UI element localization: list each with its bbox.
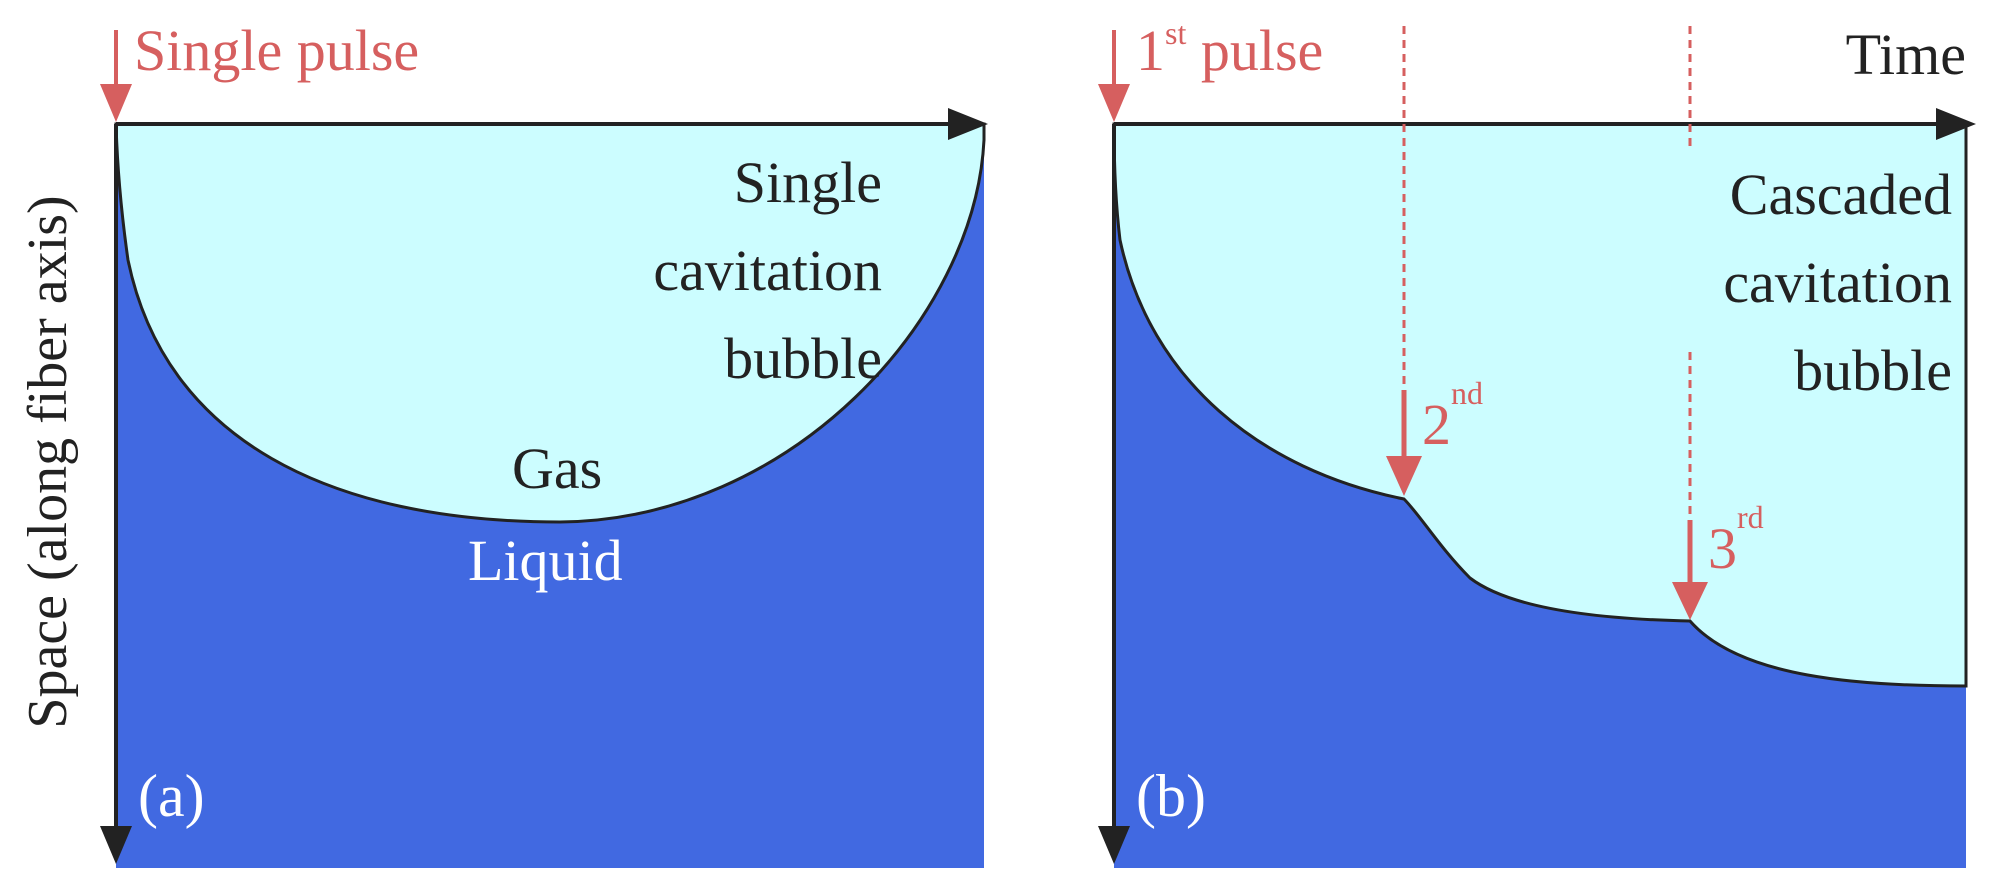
panel-a-bubble-label-line2: cavitation (653, 238, 882, 303)
panel-b-pulse3-num: 3 (1708, 516, 1737, 581)
panel-b-pulse2-num: 2 (1422, 392, 1451, 457)
panel-a-time-arrowhead (948, 108, 988, 140)
panel-a-gas-bubble (114, 122, 986, 524)
panel-b: 1st pulse 2nd 3rd Time Cascaded cavitati… (1098, 15, 1976, 868)
panel-b-time-label: Time (1846, 22, 1966, 87)
panel-a: Single pulse Single cavitation bubble Ga… (100, 18, 988, 868)
y-axis-label: Space (along fiber axis) (17, 195, 79, 728)
panel-a-bubble-label-line1: Single (734, 150, 882, 215)
panel-a-tag: (a) (138, 763, 205, 829)
panel-b-pulse3-label: 3rd (1708, 499, 1764, 581)
panel-b-pulse3-arrowhead (1672, 582, 1708, 620)
panel-b-pulse1-arrowhead (1098, 84, 1130, 122)
panel-a-bubble-label-line3: bubble (724, 326, 882, 391)
panel-b-bubble-label-line2: cavitation (1723, 250, 1952, 315)
panel-a-pulse-arrowhead (100, 84, 132, 122)
panel-a-space-arrowhead (100, 826, 132, 864)
panel-a-gas-label: Gas (512, 436, 602, 501)
panel-b-pulse1-sup: st (1165, 15, 1186, 51)
panel-b-pulse2-arrowhead (1386, 456, 1422, 496)
panel-b-bubble-label-line1: Cascaded (1730, 162, 1952, 227)
panel-b-pulse2-sup: nd (1451, 375, 1483, 411)
panel-a-pulse-label: Single pulse (134, 18, 419, 83)
panel-b-time-arrowhead (1936, 108, 1976, 140)
panel-b-pulse1-label: 1st pulse (1136, 15, 1323, 83)
panel-b-tag: (b) (1136, 763, 1206, 829)
panel-b-gas-bubble (1112, 122, 1968, 688)
panel-b-bubble-label-line3: bubble (1794, 338, 1952, 403)
panel-b-space-arrowhead (1098, 826, 1130, 864)
panel-a-liquid-label: Liquid (468, 528, 623, 593)
panel-b-pulse3-sup: rd (1737, 499, 1764, 535)
panel-b-pulse2-label: 2nd (1422, 375, 1483, 457)
panel-b-pulse1-num: 1 (1136, 18, 1165, 83)
panel-b-pulse1-word: pulse (1186, 18, 1323, 83)
